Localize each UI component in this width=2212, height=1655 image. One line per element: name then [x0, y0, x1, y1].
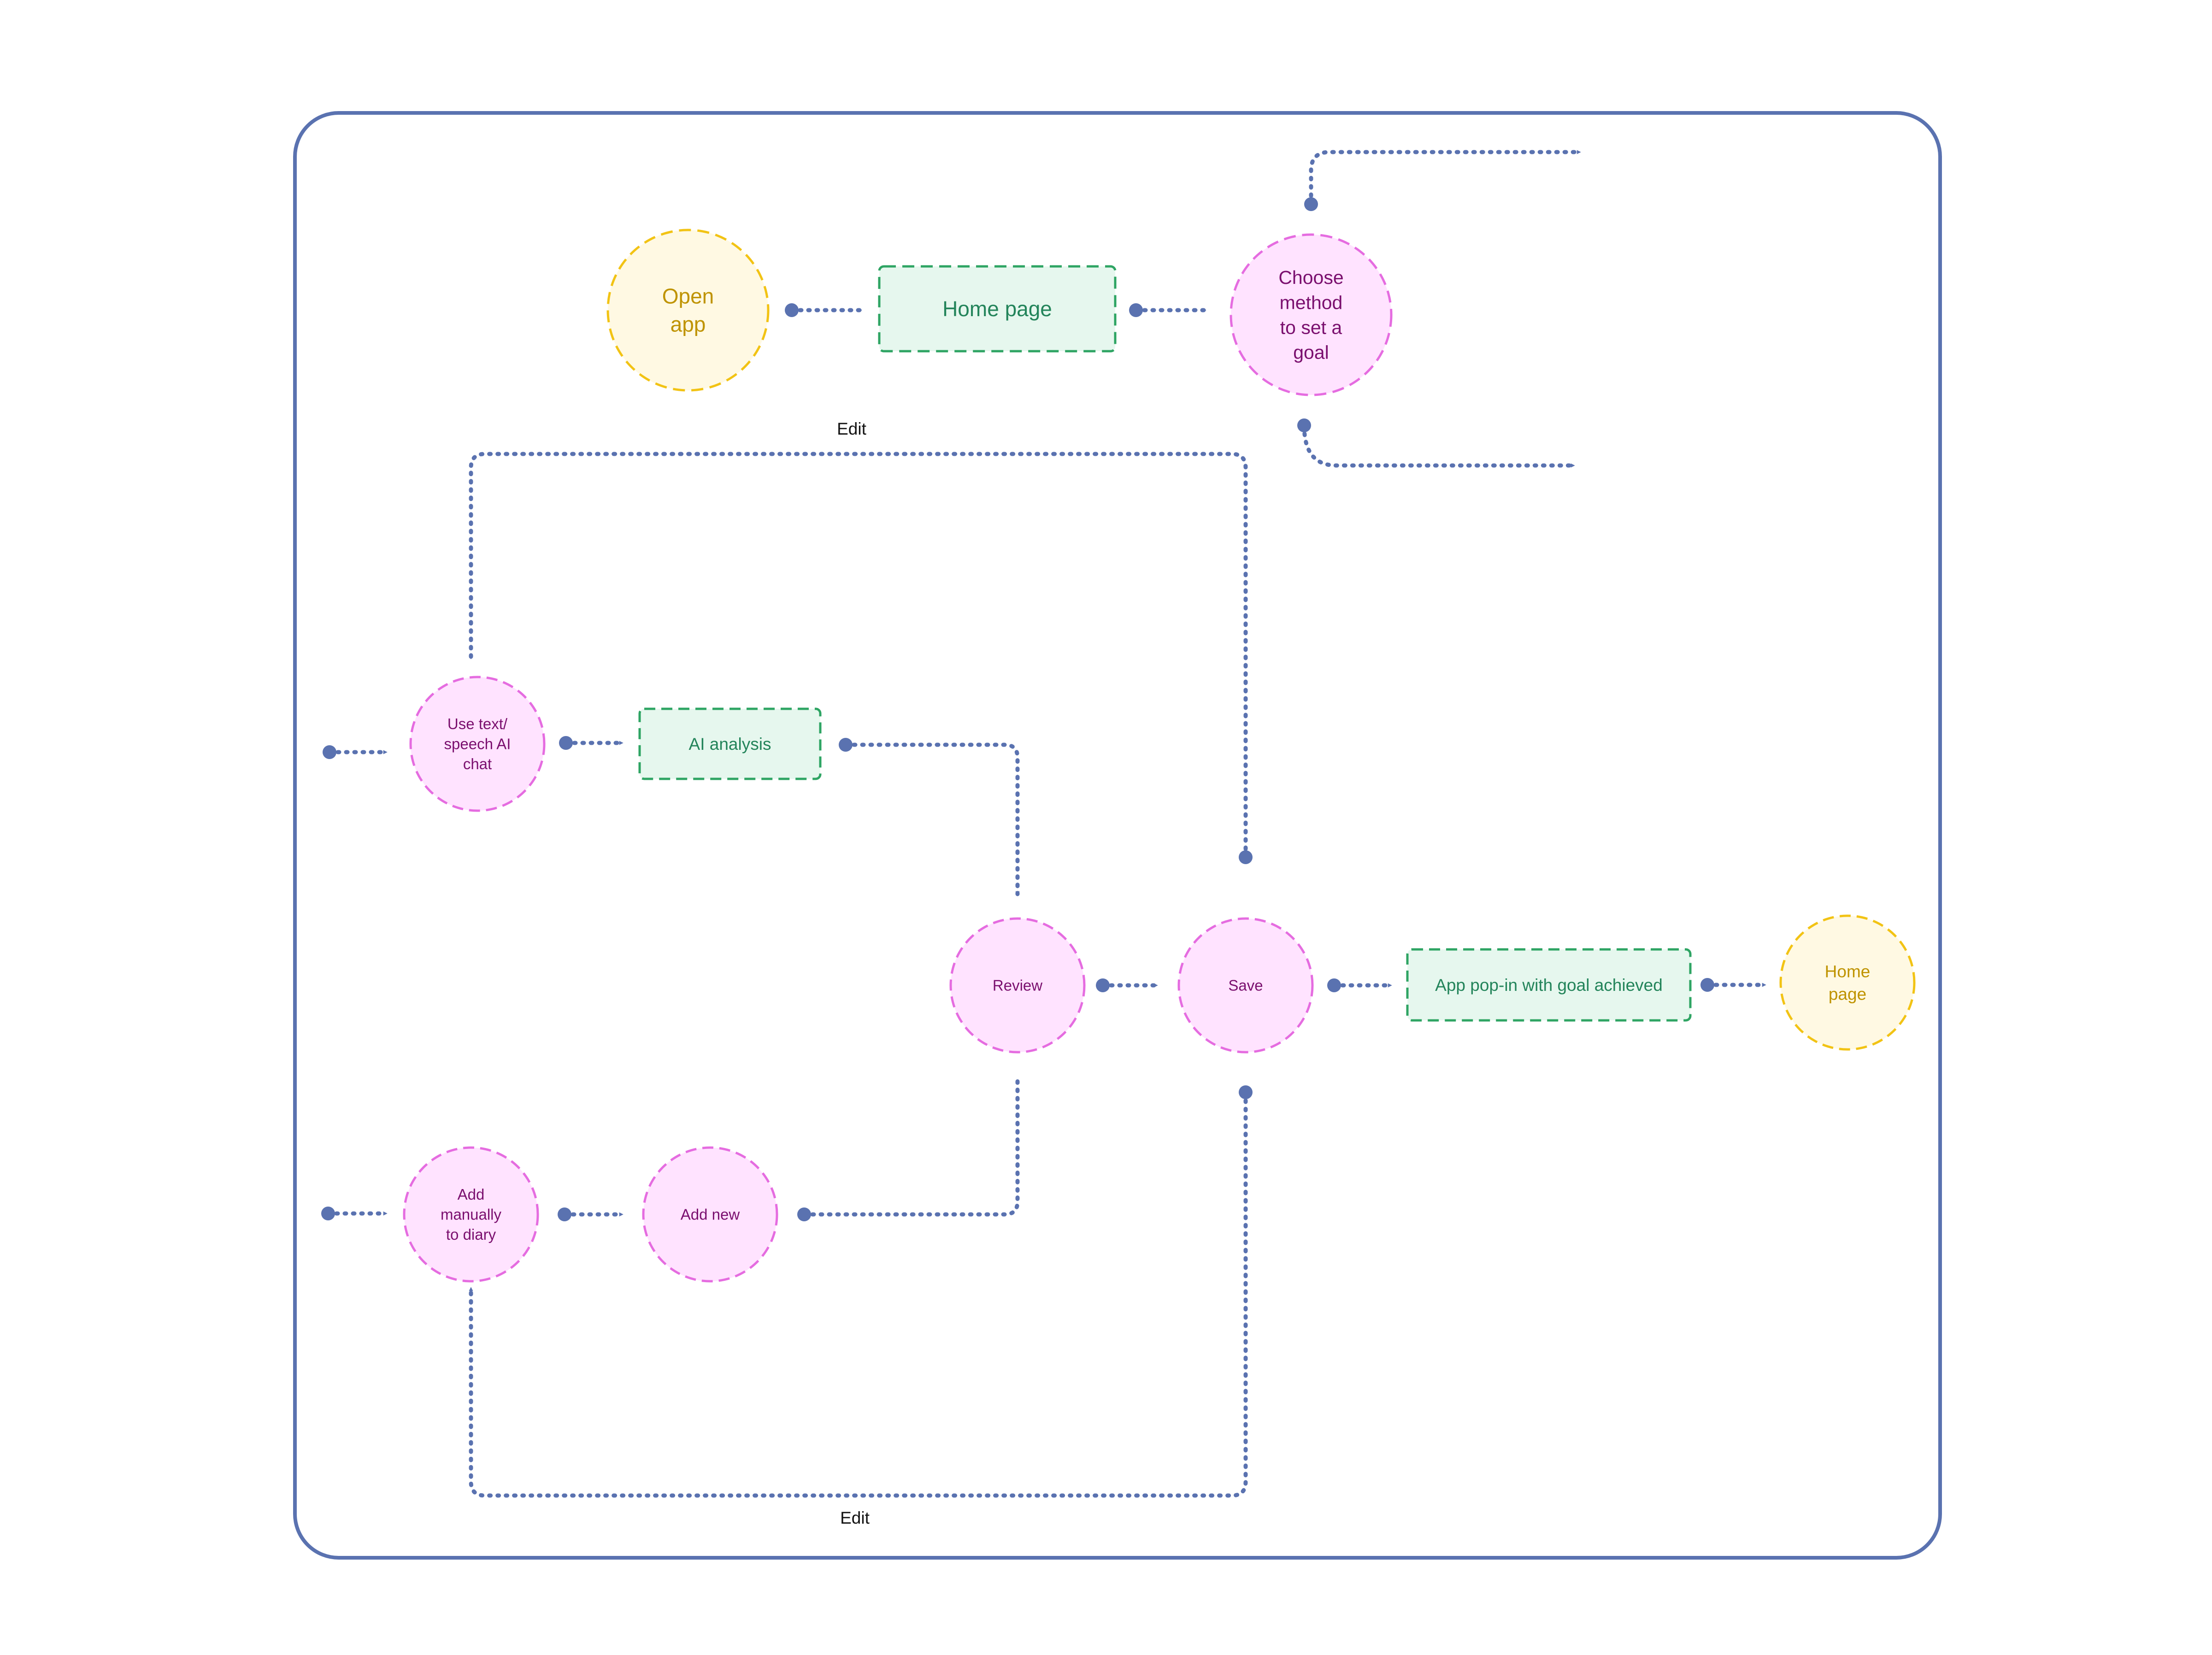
- node-home-page-top: Home page: [878, 265, 1117, 353]
- save-label-line: Save: [1228, 977, 1263, 994]
- use-ai-chat-label-line: Use text/: [447, 715, 508, 732]
- open-app-label-line: app: [671, 312, 706, 336]
- connector-start-dot: [1304, 197, 1318, 211]
- choose-method-label-line: method: [1280, 292, 1343, 313]
- connector-start-dot: [558, 1207, 571, 1221]
- connector-start-dot: [323, 745, 336, 759]
- ai-analysis-label-line: AI analysis: [689, 735, 771, 754]
- connector-start-dot: [785, 303, 799, 317]
- node-save: Save: [1177, 917, 1314, 1054]
- choose-method-label-line: goal: [1293, 342, 1329, 363]
- diagram-frame: [293, 111, 1942, 1560]
- choose-method-label-line: Choose: [1278, 267, 1343, 288]
- save-label: Save: [1228, 977, 1263, 994]
- open-app-label: Open app: [662, 284, 714, 336]
- connector-start-dot: [1700, 978, 1714, 992]
- node-home-page-end: Home page: [1779, 914, 1916, 1051]
- edge-choose-branch-up: [1309, 150, 1582, 206]
- review-node: [949, 917, 1086, 1054]
- home-page-top-label-line: Home page: [942, 297, 1052, 321]
- connector-start-dot: [559, 736, 573, 750]
- use-ai-chat-label-line: chat: [463, 755, 492, 772]
- add-manually-label-line: manually: [441, 1206, 502, 1223]
- add-new-label-line: Add new: [681, 1206, 740, 1223]
- add-new-label: Add new: [681, 1206, 740, 1223]
- add-manually-label-line: to diary: [446, 1226, 496, 1243]
- edit-label-top: Edit: [837, 419, 866, 438]
- connector-start-dot: [321, 1207, 335, 1220]
- connector-start-dot: [1239, 850, 1253, 864]
- node-use-ai-chat: Use text/speech AI chat: [409, 676, 546, 812]
- node-app-popin: App pop-in with goal achieved: [1406, 948, 1692, 1022]
- choose-method-label-line: to set a: [1280, 317, 1342, 338]
- connector-start-dot: [1129, 303, 1143, 317]
- node-ai-analysis: AI analysis: [638, 707, 822, 780]
- home-page-end-node: [1779, 914, 1916, 1051]
- use-ai-chat-label: Use text/speech AI chat: [444, 715, 511, 772]
- open-app-label-line: Open: [662, 284, 714, 308]
- home-page-screen-box: [878, 265, 1117, 353]
- connector-start-dot: [1327, 978, 1341, 992]
- add-manually-node: [403, 1146, 539, 1283]
- review-label: Review: [993, 977, 1042, 994]
- open-app-node: [606, 229, 770, 392]
- edge-edit-loop-bottom: [469, 1090, 1248, 1498]
- home-page-end-label: Home page: [1825, 962, 1871, 1004]
- ai-analysis-box: [638, 707, 822, 780]
- node-choose-method: Choose method to set a goal: [1230, 233, 1393, 396]
- connector-start-dot: [1096, 978, 1110, 992]
- app-popin-label-line: App pop-in with goal achieved: [1435, 976, 1663, 995]
- home-page-end-label-line: Home: [1825, 962, 1871, 981]
- save-node: [1177, 917, 1314, 1054]
- choose-method-node: [1230, 233, 1393, 396]
- add-manually-label-line: Add: [458, 1186, 485, 1203]
- edge-choose-branch-down: [1302, 423, 1576, 468]
- connector-start-dot: [1239, 1085, 1253, 1099]
- edge-addnew-to-review: [802, 1078, 1020, 1217]
- connectors: [321, 150, 1767, 1498]
- choose-method-label: Choose method to set a goal: [1278, 267, 1343, 363]
- connector-start-dot: [1297, 418, 1311, 432]
- node-open-app: Open app: [606, 229, 770, 392]
- add-new-node: [642, 1146, 778, 1283]
- app-popin-label: App pop-in with goal achieved: [1435, 976, 1663, 995]
- node-add-manually: Add manually to diary: [403, 1146, 539, 1283]
- edit-label-bottom: Edit: [840, 1508, 870, 1527]
- ai-analysis-label: AI analysis: [689, 735, 771, 754]
- edge-edit-loop-top: [469, 452, 1248, 860]
- home-page-end-label-line: page: [1829, 984, 1866, 1003]
- home-page-screen-label: Home page: [942, 297, 1052, 321]
- add-manually-label: Add manually to diary: [441, 1186, 502, 1243]
- app-popin-box: [1406, 948, 1692, 1022]
- node-add-new: Add new: [642, 1146, 778, 1283]
- connector-start-dot: [797, 1207, 811, 1221]
- use-ai-chat-label-line: speech AI: [444, 736, 511, 753]
- connector-start-dot: [839, 738, 853, 752]
- use-ai-chat-node: [409, 676, 546, 812]
- node-review: Review: [949, 917, 1086, 1054]
- review-label-line: Review: [993, 977, 1042, 994]
- edge-analysis-to-review: [843, 742, 1020, 896]
